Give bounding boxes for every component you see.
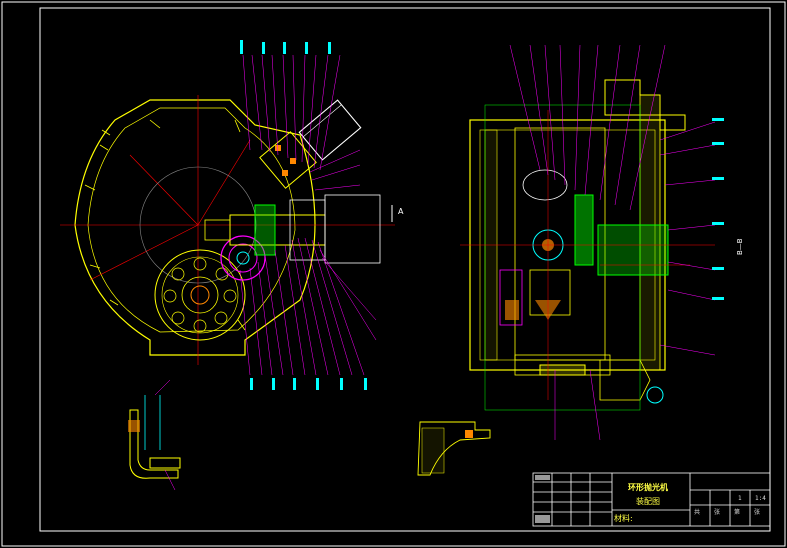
sign-cell-1: 共 bbox=[694, 508, 700, 516]
scale-cell-2: 1:4 bbox=[755, 495, 766, 502]
section-label-bb: B—B bbox=[736, 238, 744, 255]
sign-cell-2: 张 bbox=[714, 508, 720, 516]
section-mark-left: A bbox=[398, 207, 404, 216]
motor bbox=[298, 99, 362, 161]
detail-view-right bbox=[417, 421, 491, 476]
drawing-subtitle: 装配图 bbox=[636, 496, 660, 506]
housing-outline bbox=[74, 99, 316, 356]
drawing-title: 环形抛光机 bbox=[628, 482, 668, 492]
right-section-view: B—B bbox=[460, 44, 744, 441]
pinion-gear bbox=[220, 235, 266, 281]
scale-cell-1: 1 bbox=[738, 495, 742, 502]
detail-view-small bbox=[128, 379, 181, 491]
left-front-view: A bbox=[60, 40, 404, 390]
sign-cell-3: 第 bbox=[734, 508, 740, 516]
sign-cell-4: 张 bbox=[754, 508, 760, 516]
title-block bbox=[532, 472, 771, 527]
material-label: 材料: bbox=[614, 513, 633, 523]
lower-gear bbox=[154, 249, 246, 341]
